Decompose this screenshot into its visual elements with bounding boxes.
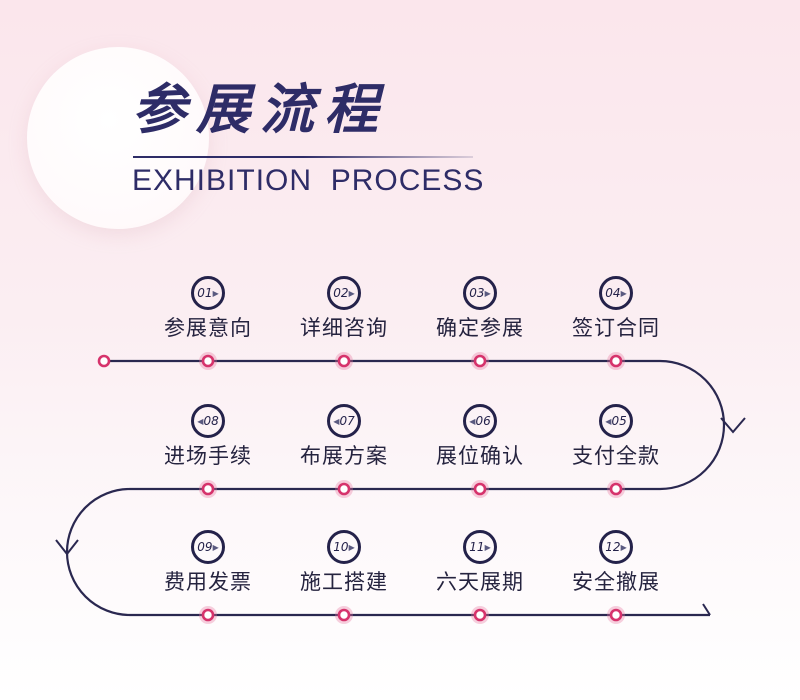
process-step: 10▶ 施工搭建 <box>279 530 409 595</box>
step-dot <box>201 354 215 368</box>
step-dot <box>337 482 351 496</box>
arrow-right-icon: ▶ <box>620 288 627 298</box>
arrow-left-icon: ◀ <box>333 416 340 426</box>
step-number-badge: 10▶ <box>327 530 361 564</box>
step-label: 展位确认 <box>436 444 524 468</box>
step-label: 确定参展 <box>436 316 524 340</box>
step-dot <box>609 608 623 622</box>
step-dot <box>337 608 351 622</box>
step-label: 支付全款 <box>572 444 660 468</box>
step-label: 参展意向 <box>164 316 252 340</box>
step-number: 12 <box>605 540 621 554</box>
process-step: 12▶ 安全撤展 <box>551 530 681 595</box>
decorative-circle <box>27 47 209 229</box>
step-number-badge: 02▶ <box>327 276 361 310</box>
arrow-right-icon: ▶ <box>348 542 355 552</box>
step-number-badge: ◀08 <box>191 404 225 438</box>
process-step: 01▶ 参展意向 <box>143 276 273 341</box>
step-label: 施工搭建 <box>300 570 388 594</box>
arrow-right-icon: ▶ <box>212 542 219 552</box>
process-step: ◀08 进场手续 <box>143 404 273 469</box>
step-label: 费用发票 <box>164 570 252 594</box>
step-dot <box>609 482 623 496</box>
flow-line <box>65 359 726 617</box>
step-dot <box>473 608 487 622</box>
process-step: ◀06 展位确认 <box>415 404 545 469</box>
step-number: 10 <box>333 540 349 554</box>
step-number-badge: 03▶ <box>463 276 497 310</box>
arrow-left-icon: ◀ <box>469 416 476 426</box>
step-number-badge: ◀05 <box>599 404 633 438</box>
process-step: 11▶ 六天展期 <box>415 530 545 595</box>
process-step: 04▶ 签订合同 <box>551 276 681 341</box>
step-dot <box>609 354 623 368</box>
flow-arrow-down-right-icon <box>720 417 746 434</box>
page-title: 参展流程 <box>132 78 388 141</box>
step-dot <box>473 354 487 368</box>
arrow-right-icon: ▶ <box>620 542 627 552</box>
step-number: 11 <box>469 540 485 554</box>
flow-end-arrow-icon <box>702 603 711 616</box>
step-number-badge: ◀07 <box>327 404 361 438</box>
arrow-right-icon: ▶ <box>484 288 491 298</box>
step-number-badge: 01▶ <box>191 276 225 310</box>
step-label: 六天展期 <box>436 570 524 594</box>
step-number: 02 <box>333 286 349 300</box>
step-number: 06 <box>475 414 491 428</box>
step-number-badge: 12▶ <box>599 530 633 564</box>
process-step: 03▶ 确定参展 <box>415 276 545 341</box>
step-number-badge: 09▶ <box>191 530 225 564</box>
step-label: 布展方案 <box>300 444 388 468</box>
step-number: 09 <box>197 540 213 554</box>
step-number: 04 <box>605 286 621 300</box>
title-divider <box>133 156 473 158</box>
flow-start-dot <box>97 354 111 368</box>
step-number: 03 <box>469 286 485 300</box>
arrow-left-icon: ◀ <box>605 416 612 426</box>
step-label: 安全撤展 <box>572 570 660 594</box>
step-dot <box>337 354 351 368</box>
arrow-right-icon: ▶ <box>484 542 491 552</box>
step-dot <box>473 482 487 496</box>
arrow-left-icon: ◀ <box>197 416 204 426</box>
step-label: 签订合同 <box>572 316 660 340</box>
process-step: ◀07 布展方案 <box>279 404 409 469</box>
step-label: 进场手续 <box>164 444 252 468</box>
step-label: 详细咨询 <box>300 316 388 340</box>
step-number-badge: 04▶ <box>599 276 633 310</box>
arrow-right-icon: ▶ <box>348 288 355 298</box>
arrow-right-icon: ▶ <box>212 288 219 298</box>
process-step: 09▶ 费用发票 <box>143 530 273 595</box>
step-number-badge: 11▶ <box>463 530 497 564</box>
step-number: 07 <box>339 414 355 428</box>
page-subtitle: EXHIBITION PROCESS <box>132 164 485 197</box>
process-step: ◀05 支付全款 <box>551 404 681 469</box>
step-number: 01 <box>197 286 213 300</box>
process-step: 02▶ 详细咨询 <box>279 276 409 341</box>
step-dot <box>201 482 215 496</box>
flow-arrow-down-left-icon <box>55 539 79 556</box>
step-number: 05 <box>611 414 627 428</box>
step-number: 08 <box>203 414 219 428</box>
step-number-badge: ◀06 <box>463 404 497 438</box>
step-dot <box>201 608 215 622</box>
